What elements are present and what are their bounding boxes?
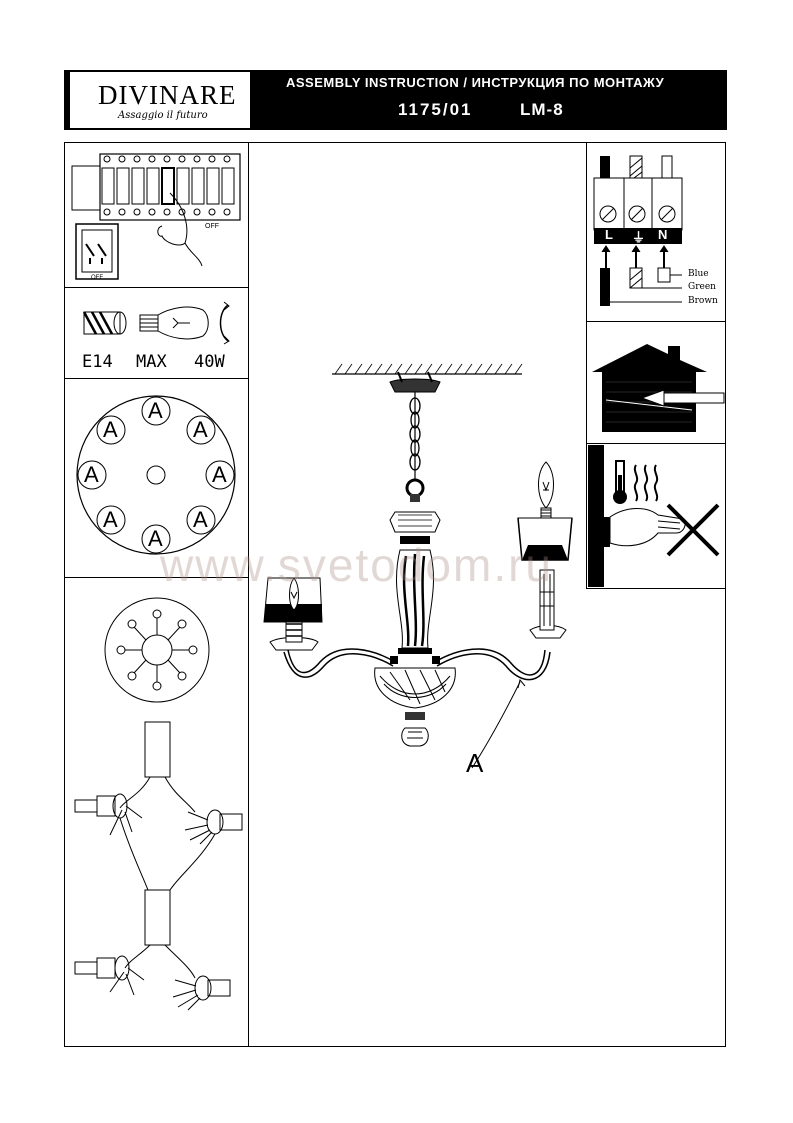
divider-1 (64, 287, 248, 288)
arm-label-2: A (193, 417, 208, 442)
terminal-label-n: N (658, 227, 668, 242)
terminal-label-l: L (605, 227, 613, 242)
socket-type: E14 (82, 352, 113, 372)
model-code: LM-8 (520, 100, 564, 119)
divider-3 (64, 577, 248, 578)
brand-tagline: Assaggio il futuro (118, 110, 208, 121)
page-title: ASSEMBLY INSTRUCTION / ИНСТРУКЦИЯ ПО МОН… (286, 75, 665, 90)
arm-label-6: A (103, 507, 118, 532)
logo-box (70, 72, 250, 128)
wire-label-blue: Blue (688, 269, 709, 279)
wire-connection-diagram (74, 597, 243, 1011)
left-column-divider (248, 142, 249, 1047)
divider-5 (586, 443, 726, 444)
wire-label-green: Green (688, 282, 716, 292)
arm-label-4: A (193, 507, 208, 532)
terminal-label-ground: ⏚ (632, 230, 646, 245)
wattage: 40W (194, 352, 225, 372)
arm-label-3: A (212, 462, 227, 487)
breaker-off-label: OFF (205, 223, 219, 230)
breaker-panel-diagram (71, 153, 241, 280)
wire-label-brown: Brown (688, 296, 718, 306)
right-column-divider (586, 142, 587, 588)
divider-4 (586, 321, 726, 322)
brand-logo: DIVINARE (98, 80, 237, 110)
main-arm-label: A (466, 748, 484, 778)
arms-layout-circle (76, 395, 236, 555)
bulb-spec-icons (82, 301, 230, 345)
chandelier-diagram (263, 363, 573, 769)
arm-label-8: A (103, 417, 118, 442)
arm-label-1: A (148, 398, 163, 423)
switch-off-label: OFF (91, 275, 103, 281)
watermark: www.svetodom.ru (160, 539, 554, 591)
terminal-block-diagram (593, 155, 683, 306)
max-label: MAX (136, 352, 167, 372)
divider-2 (64, 378, 248, 379)
divider-6 (586, 588, 726, 589)
arm-label-5: A (148, 526, 163, 551)
model-number: 1175/01 (398, 100, 473, 119)
terminal-wire-L (600, 156, 610, 178)
heat-warning-icon (588, 445, 720, 587)
arm-label-7: A (84, 462, 99, 487)
indoor-use-icon (592, 344, 725, 432)
diagram-frame (64, 142, 726, 1047)
